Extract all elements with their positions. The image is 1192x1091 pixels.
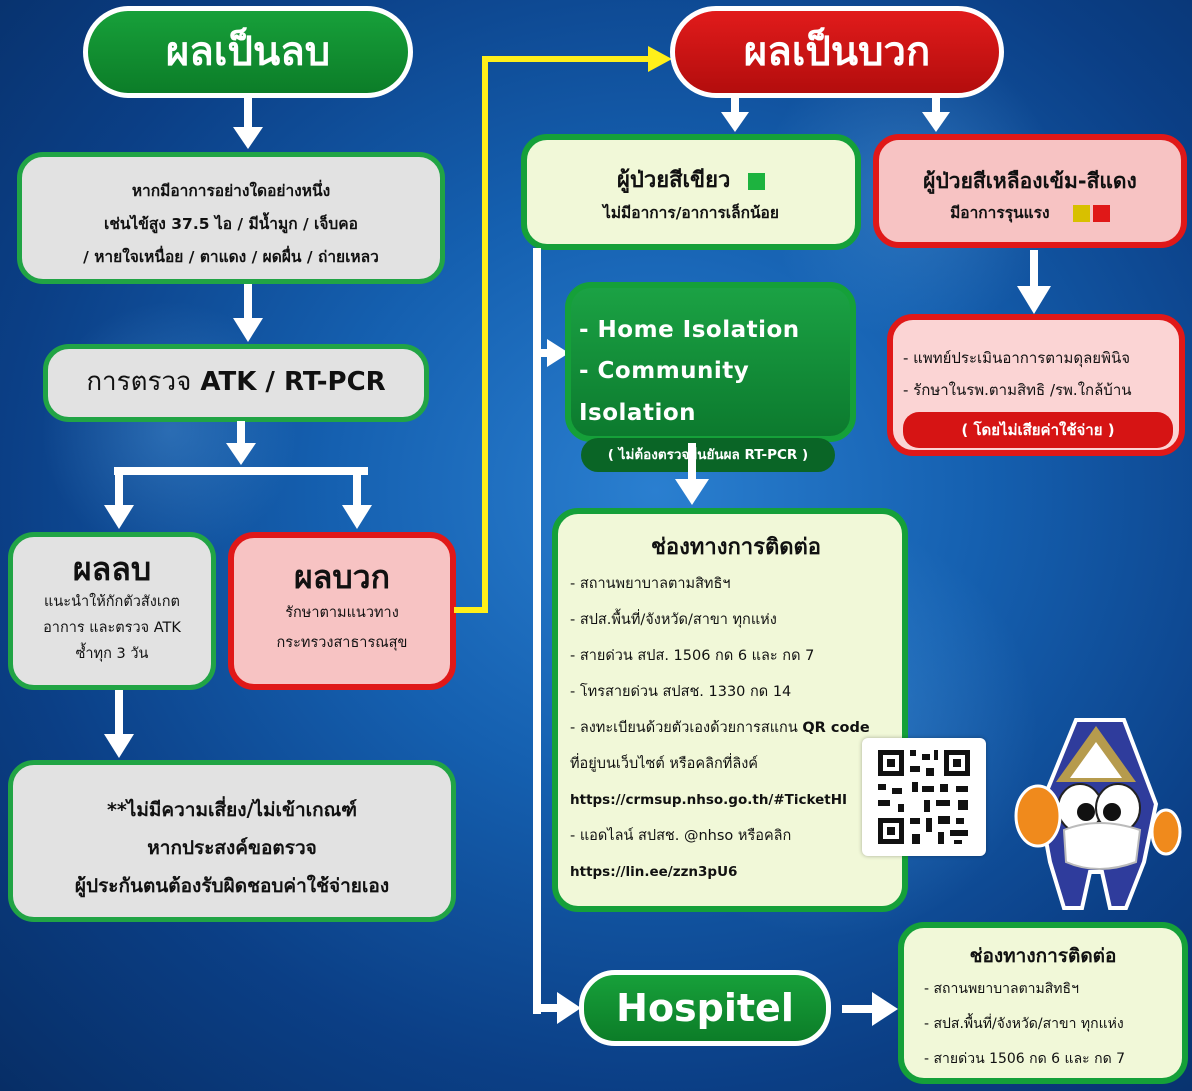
- contact-2-list: - สถานพยาบาลตามสิทธิฯ - สปส.พื้นที่/จังห…: [924, 972, 1182, 1077]
- no-risk-box: **ไม่มีความเสี่ยง/ไม่เข้าเกณฑ์ หากประสงค…: [8, 760, 456, 922]
- positive-box-title: ผลบวก: [293, 558, 390, 596]
- contact-2-item: - สถานพยาบาลตามสิทธิฯ: [924, 981, 1079, 997]
- test-box: การตรวจ ATK / RT-PCR: [43, 344, 429, 422]
- contact-item: - สายด่วน สปส. 1506 กด 6 และ กด 7: [570, 648, 815, 664]
- severe-patient-box: ผู้ป่วยสีเหลืองเข้ม-สีแดง มีอาการรุนแรง: [873, 134, 1187, 248]
- yellow-square-icon: [1072, 205, 1090, 222]
- test-name: ATK / RT-PCR: [200, 367, 386, 397]
- arrow-down-icon: [104, 467, 134, 529]
- contact-item: - สปส.พื้นที่/จังหวัด/สาขา ทุกแห่ง: [570, 612, 777, 628]
- negative-box-line-2: อาการ และตรวจ ATK: [43, 620, 181, 636]
- arrow-down-icon: [675, 443, 709, 505]
- symptoms-line-1: หากมีอาการอย่างใดอย่างหนึ่ง: [131, 182, 331, 200]
- no-risk-line-2: หากประสงค์ขอตรวจ: [147, 837, 317, 859]
- arrow-down-icon: [342, 467, 372, 529]
- contact-link-crmsup[interactable]: https://crmsup.nhso.go.th/#TicketHI: [570, 792, 848, 808]
- arrow-right-icon: [533, 992, 581, 1024]
- no-risk-line-3: ผู้ประกันตนต้องรับผิดชอบค่าใช้จ่ายเอง: [74, 875, 390, 897]
- arrow-down-icon: [233, 97, 263, 149]
- arrow-down-icon: [721, 98, 749, 132]
- negative-box-title: ผลลบ: [72, 550, 152, 588]
- arrow-down-icon: [226, 421, 256, 465]
- treatment-note-text: ( โดยไม่เสียค่าใช้จ่าย ): [961, 421, 1115, 439]
- contact-item: - สถานพยาบาลตามสิทธิฯ: [570, 576, 731, 592]
- contact-register-text: - ลงทะเบียนด้วยตัวเองด้วยการสแกน: [570, 720, 798, 736]
- arrow-right-icon: [648, 46, 672, 72]
- contact-box: ช่องทางการติดต่อ - สถานพยาบาลตามสิทธิฯ -…: [552, 508, 908, 912]
- treatment-note: ( โดยไม่เสียค่าใช้จ่าย ): [903, 412, 1173, 448]
- symptoms-line-3: / หายใจเหนื่อย / ตาแดง / ผดผื่น / ถ่ายเห…: [83, 248, 379, 266]
- negative-box: ผลลบ แนะนำให้กักตัวสังเกต อาการ และตรวจ …: [8, 532, 216, 690]
- isolation-note: ( ไม่ต้องตรวจยืนยันผล RT-PCR ): [581, 438, 835, 472]
- negative-box-line-3: ซ้ำทุก 3 วัน: [75, 646, 149, 662]
- contact-2-title: ช่องทางการติดต่อ: [969, 945, 1117, 967]
- isolation-item-home: - Home Isolation: [579, 317, 800, 343]
- qr-code-graphic: [878, 750, 970, 844]
- arrow-down-icon: [922, 98, 950, 132]
- contact-item: - โทรสายด่วน สปสช. 1330 กด 14: [570, 684, 792, 700]
- green-patient-title: ผู้ป่วยสีเขียว: [616, 168, 731, 193]
- symptoms-line-2: เช่นไข้สูง 37.5 ไอ / มีน้ำมูก / เจ็บคอ: [104, 215, 358, 233]
- hospitel-box: Hospitel: [579, 970, 831, 1046]
- red-square-icon: [1092, 205, 1110, 222]
- green-square-icon: [748, 172, 765, 190]
- test-prefix: การตรวจ: [86, 367, 192, 397]
- contact-item: ที่อยู่บนเว็บไซต์ หรือคลิกที่ลิงค์: [570, 756, 758, 772]
- positive-result-header: ผลเป็นบวก: [670, 6, 1004, 98]
- arrow-right-icon: [842, 992, 898, 1026]
- contact-list: - สถานพยาบาลตามสิทธิฯ - สปส.พื้นที่/จังห…: [570, 566, 902, 890]
- contact-link-line[interactable]: https://lin.ee/zzn3pU6: [570, 864, 738, 880]
- split-connector: [114, 467, 368, 475]
- green-patient-box: ผู้ป่วยสีเขียว ไม่มีอาการ/อาการเล็กน้อย: [521, 134, 861, 250]
- contact-2-item: - สายด่วน 1506 กด 6 และ กด 7: [924, 1051, 1126, 1067]
- isolation-item-community: - Community Isolation: [579, 358, 750, 426]
- positive-box-line-2: กระทรวงสาธารณสุข: [276, 635, 408, 651]
- treatment-item-1: - แพทย์ประเมินอาการตามดุลยพินิจ: [903, 349, 1131, 367]
- contact-qr-label: QR code: [802, 720, 870, 736]
- green-flow-line: [533, 248, 541, 1014]
- negative-box-line-1: แนะนำให้กักตัวสังเกต: [44, 594, 180, 610]
- contact-box-2: ช่องทางการติดต่อ - สถานพยาบาลตามสิทธิฯ -…: [898, 922, 1188, 1084]
- severe-patient-sub: มีอาการรุนแรง: [950, 204, 1050, 222]
- background-virus-blur: [40, 300, 300, 560]
- contact-item: - แอดไลน์ สปสช. @nhso หรือคลิก: [570, 828, 792, 844]
- contact-title: ช่องทางการติดต่อ: [650, 535, 822, 560]
- symptoms-box: หากมีอาการอย่างใดอย่างหนึ่ง เช่นไข้สูง 3…: [17, 152, 445, 284]
- arrow-down-icon: [104, 690, 134, 758]
- isolation-note-text: ( ไม่ต้องตรวจยืนยันผล RT-PCR ): [607, 447, 809, 463]
- positive-result-title: ผลเป็นบวก: [743, 29, 931, 75]
- negative-result-header: ผลเป็นลบ: [83, 6, 413, 98]
- arrow-down-icon: [233, 284, 263, 342]
- positive-box: ผลบวก รักษาตามแนวทาง กระทรวงสาธารณสุข: [228, 532, 456, 690]
- qr-code-icon[interactable]: [862, 738, 986, 856]
- treatment-box: - แพทย์ประเมินอาการตามดุลยพินิจ - รักษาใ…: [887, 314, 1185, 456]
- no-risk-line-1: **ไม่มีความเสี่ยง/ไม่เข้าเกณฑ์: [106, 799, 358, 821]
- hospitel-label: Hospitel: [616, 986, 794, 1030]
- treatment-item-2: - รักษาในรพ.ตามสิทธิ /รพ.ใกล้บ้าน: [903, 381, 1132, 399]
- yellow-connector: [482, 56, 652, 62]
- isolation-box: - Home Isolation - Community Isolation (…: [565, 282, 856, 472]
- negative-result-title: ผลเป็นลบ: [165, 29, 331, 75]
- contact-2-item: - สปส.พื้นที่/จังหวัด/สาขา ทุกแห่ง: [924, 1016, 1124, 1032]
- green-patient-sub: ไม่มีอาการ/อาการเล็กน้อย: [603, 204, 779, 222]
- positive-box-line-1: รักษาตามแนวทาง: [285, 605, 399, 621]
- arrow-down-icon: [1017, 250, 1051, 314]
- yellow-connector: [482, 56, 488, 613]
- mascot-icon: [1006, 712, 1186, 912]
- yellow-connector: [454, 607, 488, 613]
- contact-item: - ลงทะเบียนด้วยตัวเองด้วยการสแกน QR code: [570, 710, 902, 746]
- severe-patient-title: ผู้ป่วยสีเหลืองเข้ม-สีแดง: [923, 169, 1137, 193]
- arrow-right-icon: [533, 339, 569, 367]
